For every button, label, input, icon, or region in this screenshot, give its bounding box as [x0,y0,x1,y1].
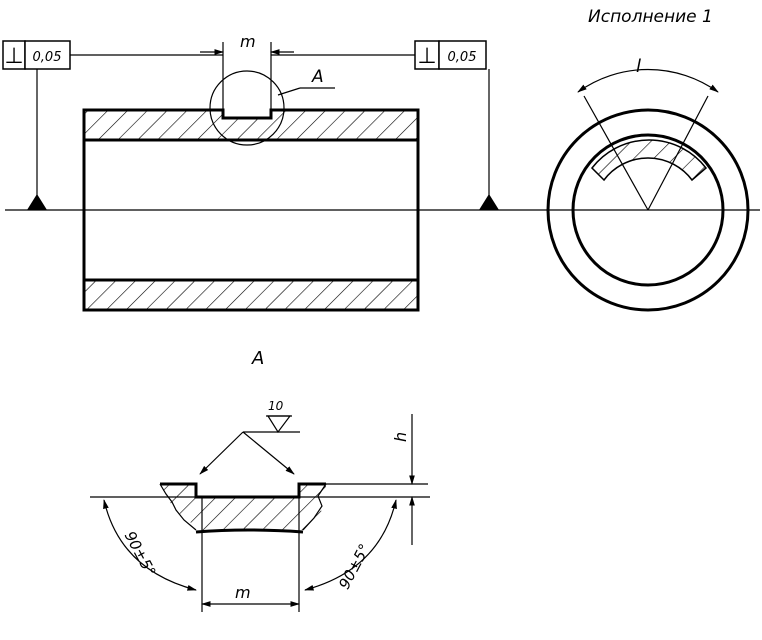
detail-circle-a [209,70,285,146]
sleeve-section-view [82,108,420,312]
angle-arc-left [103,499,197,591]
end-view: l [546,56,750,312]
detail-material-hatch [160,484,326,530]
bore-arc [195,528,304,534]
bottom-wall-hatch [84,280,418,310]
ring-inner [571,133,725,287]
detail-title: A [251,348,264,369]
arc-radius-right [647,95,709,211]
roughness-leader-left [199,431,244,475]
view-title: Исполнение 1 [588,7,713,27]
angle-arc-right [304,499,397,591]
slot-width-label-bottom: m [235,583,251,602]
roughness-symbol-icon [266,415,292,434]
datum-triangle-left-icon [27,194,47,210]
tolerance-value-right: 0,05 [448,50,477,65]
angle-label-right: 90±5° [335,541,374,592]
roughness-value: 10 [268,399,284,413]
perpendicularity-icon: ⊥ [417,44,436,69]
slot-width-label-top: m [240,32,256,51]
tolerance-frame-right: ⊥ 0,05 [414,40,487,70]
angle-label-left: 90±5° [121,528,160,579]
arc-dimension-line [577,68,719,93]
perpendicularity-icon: ⊥ [4,44,23,69]
detail-callout-label: A [311,67,324,87]
datum-triangle-right-icon [479,194,499,210]
arc-dimension-label: l [636,56,641,77]
arc-radius-left [583,95,649,211]
roughness-leader-right [242,431,295,475]
slot-section-band [591,139,708,182]
tolerance-frame-left: ⊥ 0,05 [2,40,71,70]
depth-label: h [391,432,410,442]
detail-a-view: m 10 h 90±5° 90±5° [90,399,430,612]
tolerance-value-left: 0,05 [33,50,62,65]
detail-leader [277,87,301,96]
ring-outer [546,108,750,312]
